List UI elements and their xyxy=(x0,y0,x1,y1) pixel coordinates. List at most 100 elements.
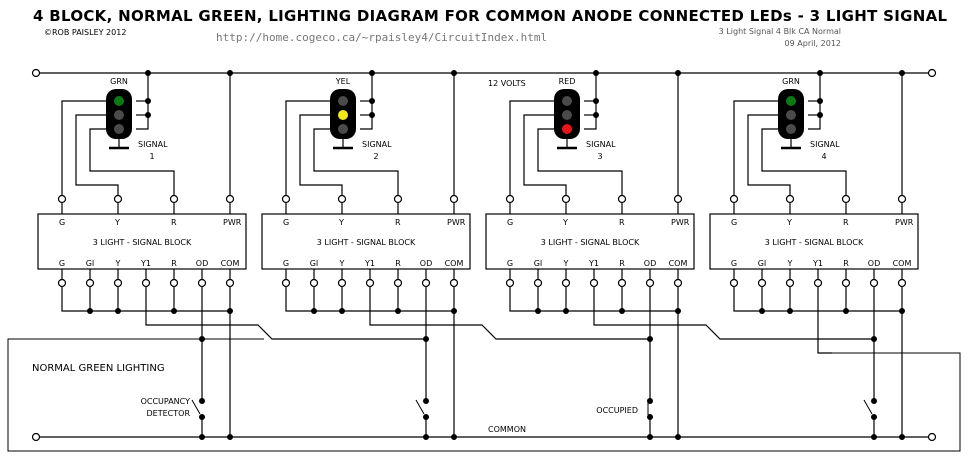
bottom-pin-label: GI xyxy=(310,259,319,268)
bottom-terminal[interactable] xyxy=(645,278,655,288)
detector-label: OCCUPIED xyxy=(596,406,638,415)
top-pin-label: Y xyxy=(562,218,568,227)
top-terminal[interactable] xyxy=(729,194,739,204)
12v-rail-label: 12 VOLTS xyxy=(488,79,526,88)
top-terminal[interactable] xyxy=(113,194,123,204)
schematic-static: 12 VOLTS COMMON NORMAL GREEN LIGHTING xyxy=(7,68,961,452)
bottom-terminal[interactable] xyxy=(85,278,95,288)
bottom-terminal[interactable] xyxy=(113,278,123,288)
bottom-terminal[interactable] xyxy=(449,278,459,288)
bottom-terminal[interactable] xyxy=(869,278,879,288)
detector-switch-open[interactable] xyxy=(415,399,425,415)
signal-number: 3 xyxy=(597,152,602,161)
common-rail-label: COMMON xyxy=(488,425,526,434)
bottom-terminal[interactable] xyxy=(757,278,767,288)
detector-switch-open[interactable] xyxy=(191,399,201,415)
top-pin-label: PWR xyxy=(223,218,242,227)
bottom-terminal[interactable] xyxy=(393,278,403,288)
detector-contact xyxy=(871,398,877,404)
top-terminal[interactable] xyxy=(281,194,291,204)
top-pin-label: G xyxy=(59,218,65,227)
signal-block-module xyxy=(261,213,471,270)
top-terminal[interactable] xyxy=(561,194,571,204)
12v-terminal-right[interactable] xyxy=(927,68,937,78)
bottom-pin-label: R xyxy=(171,259,177,268)
bottom-terminal[interactable] xyxy=(337,278,347,288)
bottom-terminal[interactable] xyxy=(897,278,907,288)
top-terminal[interactable] xyxy=(337,194,347,204)
yellow-lamp xyxy=(338,110,348,120)
top-pin-label: R xyxy=(619,218,625,227)
detector-switch-open[interactable] xyxy=(863,399,873,415)
aspect-label: RED xyxy=(559,77,576,86)
bottom-terminal[interactable] xyxy=(617,278,627,288)
bottom-terminal[interactable] xyxy=(197,278,207,288)
top-pin-label: R xyxy=(395,218,401,227)
signal-number: 4 xyxy=(821,152,826,161)
bottom-pin-label: Y xyxy=(339,259,345,268)
bottom-pin-label: OD xyxy=(196,259,208,268)
bottom-terminal[interactable] xyxy=(561,278,571,288)
top-terminal[interactable] xyxy=(785,194,795,204)
signal-name: SIGNAL xyxy=(586,140,616,149)
bottom-pin-label: Y1 xyxy=(812,259,823,268)
green-lamp xyxy=(562,96,572,106)
top-terminal[interactable] xyxy=(897,194,907,204)
bottom-terminal[interactable] xyxy=(365,278,375,288)
bottom-terminal[interactable] xyxy=(505,278,515,288)
bottom-pin-label: R xyxy=(843,259,849,268)
file-date: 09 April, 2012 xyxy=(784,39,841,48)
bottom-terminal[interactable] xyxy=(421,278,431,288)
bottom-pin-label: Y1 xyxy=(588,259,599,268)
top-pin-label: PWR xyxy=(671,218,690,227)
copyright-notice: ©ROB PAISLEY 2012 xyxy=(44,28,127,37)
common-terminal-right[interactable] xyxy=(927,432,937,442)
bottom-terminal[interactable] xyxy=(281,278,291,288)
12v-terminal-left[interactable] xyxy=(31,68,41,78)
bottom-terminal[interactable] xyxy=(141,278,151,288)
aspect-label: GRN xyxy=(110,77,128,86)
green-lamp xyxy=(338,96,348,106)
signal-name: SIGNAL xyxy=(362,140,392,149)
bottom-terminal[interactable] xyxy=(673,278,683,288)
bottom-terminal[interactable] xyxy=(225,278,235,288)
top-terminal[interactable] xyxy=(393,194,403,204)
top-terminal[interactable] xyxy=(169,194,179,204)
top-terminal[interactable] xyxy=(225,194,235,204)
top-terminal[interactable] xyxy=(57,194,67,204)
top-terminal[interactable] xyxy=(449,194,459,204)
bottom-terminal[interactable] xyxy=(533,278,543,288)
bottom-pin-label: OD xyxy=(420,259,432,268)
schematic-blocks: G Y R PWR 3 LIGHT - SIGNAL BLOCK G GI Y Y1 R OD COM… xyxy=(37,70,919,440)
bottom-terminal[interactable] xyxy=(589,278,599,288)
common-terminal-left[interactable] xyxy=(31,432,41,442)
signal-name: SIGNAL xyxy=(138,140,168,149)
bottom-terminal[interactable] xyxy=(813,278,823,288)
bottom-terminal[interactable] xyxy=(169,278,179,288)
block-module-title: 3 LIGHT - SIGNAL BLOCK xyxy=(541,238,640,247)
bottom-pin-label: Y xyxy=(787,259,793,268)
bottom-terminal[interactable] xyxy=(309,278,319,288)
bottom-terminal[interactable] xyxy=(57,278,67,288)
red-lamp xyxy=(786,124,796,134)
top-terminal[interactable] xyxy=(617,194,627,204)
bottom-pin-label: Y1 xyxy=(140,259,151,268)
top-terminal[interactable] xyxy=(673,194,683,204)
bottom-terminal[interactable] xyxy=(729,278,739,288)
bottom-pin-label: OD xyxy=(868,259,880,268)
file-name: 3 Light Signal 4 Blk CA Normal xyxy=(718,27,841,36)
bottom-terminal[interactable] xyxy=(841,278,851,288)
top-terminal[interactable] xyxy=(841,194,851,204)
detector-contact xyxy=(199,398,205,404)
block-module-title: 3 LIGHT - SIGNAL BLOCK xyxy=(93,238,192,247)
bottom-pin-label: G xyxy=(283,259,289,268)
red-lamp xyxy=(338,124,348,134)
red-lamp xyxy=(562,124,572,134)
bottom-terminal[interactable] xyxy=(785,278,795,288)
aspect-label: YEL xyxy=(335,77,351,86)
top-terminal[interactable] xyxy=(505,194,515,204)
